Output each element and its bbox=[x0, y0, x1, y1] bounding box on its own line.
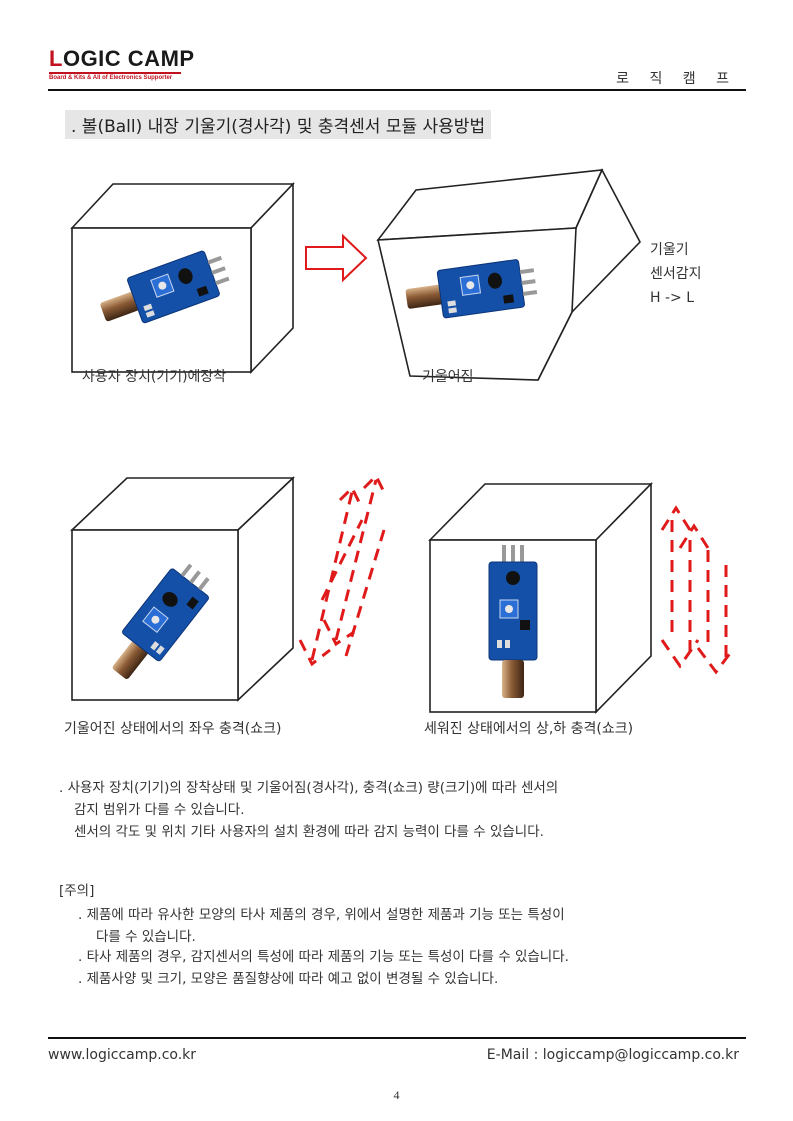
section-title: . 볼(Ball) 내장 기울기(경사각) 및 충격센서 모듈 사용방법 bbox=[65, 110, 492, 139]
figure-mounted-device bbox=[70, 182, 295, 374]
arrow-right-icon bbox=[305, 233, 368, 283]
caution-item: . 제품사양 및 크기, 모양은 품질향상에 따라 예고 없이 변경될 수 있습… bbox=[78, 971, 499, 987]
illustrations bbox=[69, 168, 736, 714]
caution-item: . 타사 제품의 경우, 감지센서의 특성에 따라 제품의 기능 또는 특성이 … bbox=[78, 949, 569, 965]
note-paragraph-line: . 사용자 장치(기기)의 장착상태 및 기울어짐(경사각), 충격(쇼크) 량… bbox=[59, 780, 559, 796]
tilt-detection-note: 기울기 센서감지 H -> L bbox=[650, 238, 702, 310]
page-number: 4 bbox=[393, 1088, 400, 1102]
caution-item: . 제품에 따라 유사한 모양의 타사 제품의 경우, 위에서 설명한 제품과 … bbox=[78, 907, 565, 923]
caution-item: 다를 수 있습니다. bbox=[96, 929, 196, 945]
figure-upright-vertical-shock bbox=[428, 482, 653, 714]
lateral-shock-arrows-icon bbox=[298, 473, 386, 667]
note-paragraph-line: 감지 범위가 다를 수 있습니다. bbox=[74, 802, 245, 818]
header-title: 로 직 캠 프 bbox=[616, 71, 737, 87]
caption-mounted: 사용자 장치(기기)에장착 bbox=[82, 369, 227, 385]
note-paragraph-line: 센서의 각도 및 위치 기타 사용자의 설치 환경에 따라 감지 능력이 다를 … bbox=[74, 824, 544, 840]
note-line: H -> L bbox=[650, 290, 695, 306]
footer-divider bbox=[48, 1037, 746, 1039]
caption-vertical-shock: 세워진 상태에서의 상,하 충격(쇼크) bbox=[424, 721, 634, 737]
logo-underline bbox=[49, 72, 181, 74]
footer-website-link[interactable]: www.logiccamp.co.kr bbox=[48, 1047, 197, 1063]
logo-text: OGIC CAMP bbox=[62, 46, 195, 71]
footer-email[interactable]: E-Mail : logiccamp@logiccamp.co.kr bbox=[486, 1047, 739, 1063]
figure-tilted-lateral-shock bbox=[69, 476, 296, 702]
note-line: 기울기 bbox=[650, 242, 689, 258]
vertical-shock-arrows-icon bbox=[660, 505, 736, 675]
logo-tagline: Board & Kits & All of Electronics Suppor… bbox=[49, 75, 173, 81]
caption-lateral-shock: 기울어진 상태에서의 좌우 충격(쇼크) bbox=[64, 721, 282, 737]
logo: LOGIC CAMP bbox=[49, 46, 195, 72]
note-line: 센서감지 bbox=[650, 266, 702, 282]
figure-tilted-device bbox=[376, 168, 641, 381]
caution-heading: [주의] bbox=[59, 883, 95, 899]
header-divider bbox=[48, 89, 746, 91]
caption-tilted: 기울어짐 bbox=[422, 369, 474, 385]
tilt-sensor-module bbox=[488, 545, 538, 698]
logo-letter-l: L bbox=[49, 46, 63, 71]
